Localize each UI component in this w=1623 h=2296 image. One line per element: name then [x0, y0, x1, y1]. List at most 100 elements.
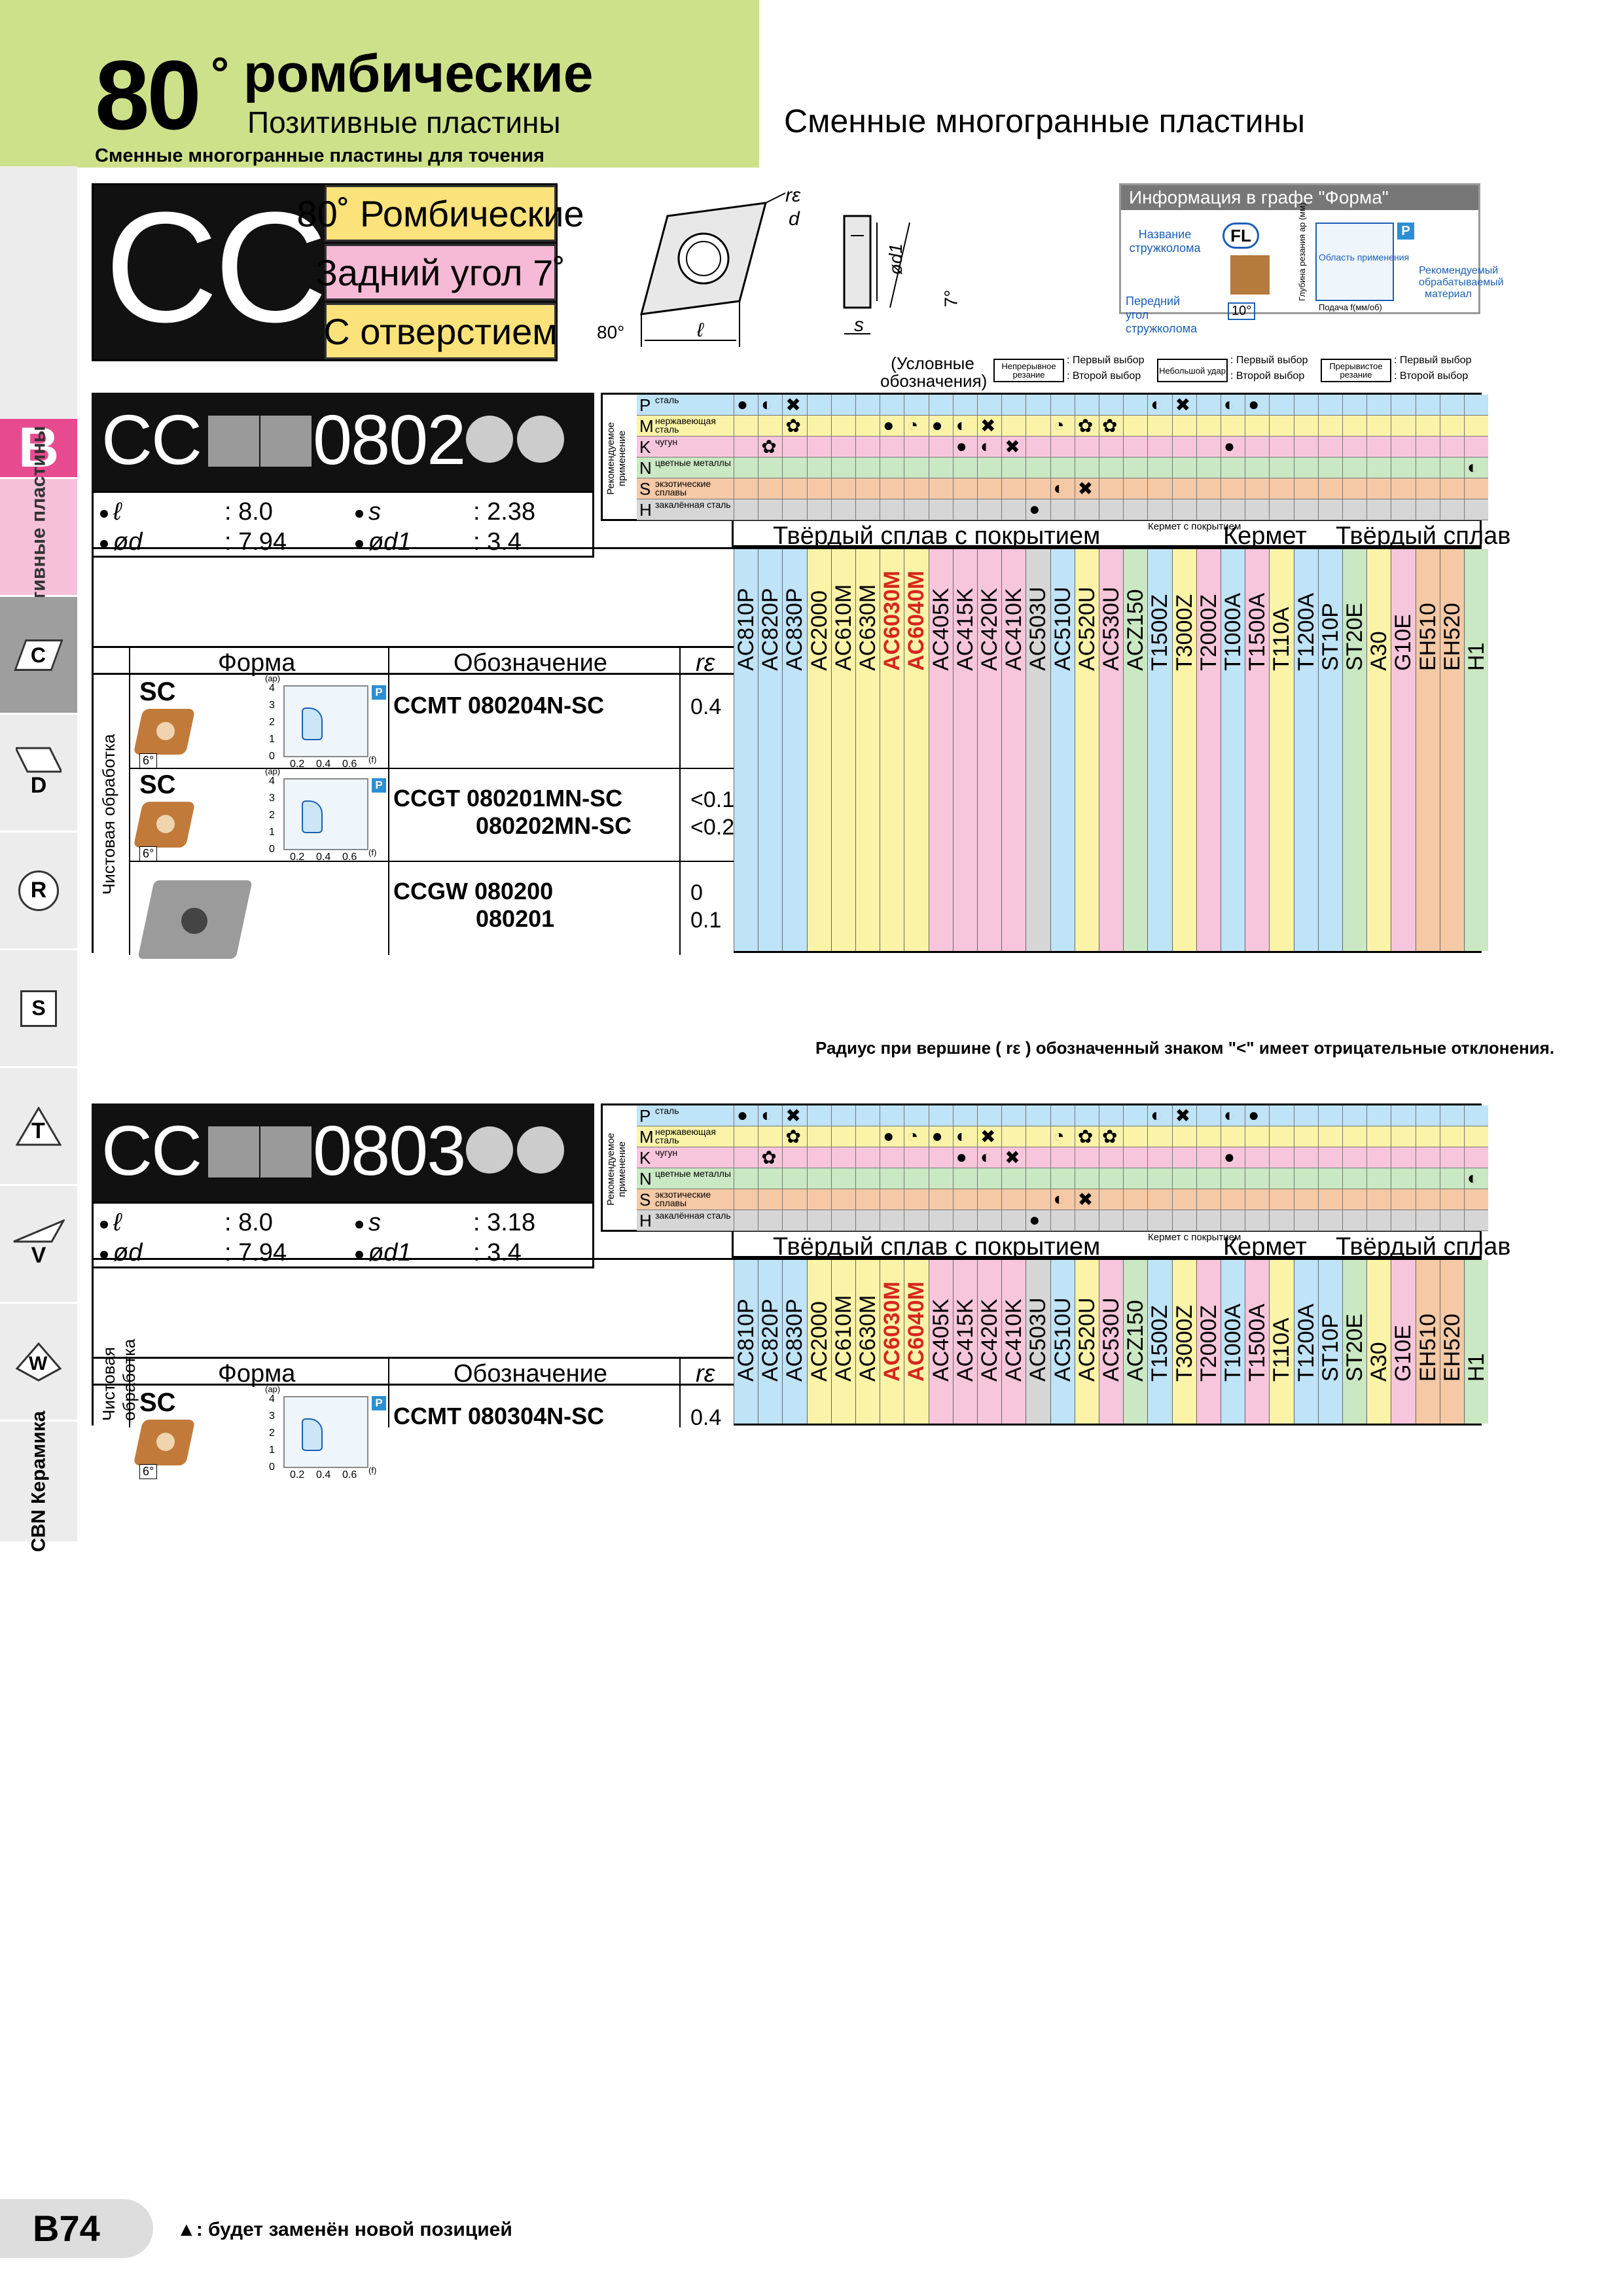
grade-column [1026, 1260, 1050, 1424]
sidebar-item-v[interactable]: V [0, 1186, 77, 1304]
material-cell [1342, 1189, 1367, 1210]
grade-name-ac820p: AC820P [758, 1299, 783, 1382]
grade-choice-symbol: ✿ [1102, 1126, 1118, 1147]
material-cell [1221, 478, 1245, 499]
material-row-k [637, 437, 734, 457]
material-cell [1439, 437, 1464, 457]
material-row-h [637, 1210, 734, 1231]
grade-name-ac6040m: AC6040M [904, 1281, 929, 1382]
material-cell [1050, 416, 1075, 437]
material-cell [1221, 1189, 1245, 1210]
grade-name-ac610m: AC610M [830, 584, 856, 671]
material-cell [977, 1147, 1002, 1168]
material-cell [1317, 499, 1342, 520]
material-cell [952, 437, 977, 457]
table-divider [679, 1357, 681, 1427]
grade-choice-symbol: ● [955, 1147, 967, 1167]
drawing-label-s: s [854, 314, 864, 336]
sidebar-positive-inserts[interactable]: Позитивные пластины [0, 425, 77, 649]
grade-column [830, 549, 855, 951]
material-cell [1147, 1210, 1172, 1231]
table-header-re: rε [696, 1360, 715, 1388]
designation[interactable]: CCMT 080304N-SC [393, 1403, 605, 1429]
material-cell [1196, 457, 1221, 478]
material-p-badge: P [372, 1396, 386, 1410]
material-row-p [637, 1105, 734, 1126]
header-title: ромбические [243, 44, 594, 103]
material-cell [1269, 457, 1294, 478]
designation-2[interactable]: 080201 [476, 905, 555, 932]
material-cell [1196, 1105, 1221, 1126]
material-cell [1074, 1105, 1099, 1126]
finishing-label: Чистовая обработка [99, 1339, 139, 1421]
designation[interactable]: CCMT 080204N-SC [393, 692, 605, 719]
grade-column [1269, 1260, 1294, 1424]
material-cell [1366, 499, 1391, 520]
designation[interactable]: CCGT 080201MN-SC [393, 785, 623, 812]
material-cell [782, 437, 807, 457]
material-cell [1366, 457, 1391, 478]
material-cell [734, 499, 758, 520]
material-cell [1293, 499, 1318, 520]
material-code: P [639, 1106, 651, 1126]
designation[interactable]: CCGW 080200 [393, 878, 554, 905]
sidebar-cbn-ceramics[interactable]: CBN Керамика [0, 1411, 77, 1552]
material-name: сталь [655, 395, 679, 405]
sidebar-item-d[interactable]: D [0, 715, 77, 833]
material-cell [928, 478, 953, 499]
sidebar [0, 166, 77, 1543]
grade-column [1099, 549, 1124, 951]
material-cell [1439, 1147, 1464, 1168]
material-cell [1366, 478, 1391, 499]
grade-column [1123, 1260, 1148, 1424]
material-cell [1439, 1126, 1464, 1147]
dimension-d-label: ød [113, 528, 143, 556]
sidebar-item-r[interactable]: R [0, 833, 77, 950]
material-cell [904, 1126, 929, 1147]
grade-column [1050, 549, 1075, 951]
application-area [302, 708, 323, 740]
material-cell [904, 1147, 929, 1168]
designation-2[interactable]: 080202MN-SC [476, 812, 632, 839]
material-cell [1245, 1210, 1270, 1231]
material-row-m [637, 1126, 734, 1147]
material-cell [1001, 499, 1026, 520]
sidebar-item-w[interactable]: W [0, 1304, 77, 1422]
material-cell [1147, 1126, 1172, 1147]
dimension-s-label: s [368, 1209, 381, 1236]
material-cell [806, 457, 831, 478]
material-cell [830, 478, 855, 499]
material-cell [977, 478, 1002, 499]
grade-name-ac820p: AC820P [758, 588, 783, 671]
material-cell [1099, 395, 1124, 416]
chart-x-tick: 0.4 [316, 1469, 331, 1480]
material-cell [1366, 1126, 1391, 1147]
material-cell [1171, 1147, 1196, 1168]
sidebar-section-b[interactable]: B [0, 416, 77, 479]
grade-name-t3000z: T3000Z [1171, 1304, 1197, 1382]
material-cell [855, 416, 880, 437]
material-cell [1293, 1168, 1318, 1189]
grade-column [1147, 1260, 1172, 1424]
sidebar-item-c[interactable]: C [0, 597, 77, 715]
grade-choice-symbol: ✖ [785, 1105, 801, 1126]
material-cell [1415, 1126, 1440, 1147]
material-cell [1317, 1105, 1342, 1126]
grade-name-ac810p: AC810P [734, 588, 758, 671]
material-cell [1317, 1126, 1342, 1147]
grade-column [806, 549, 831, 951]
material-cell [1074, 457, 1099, 478]
sidebar-item-s[interactable]: S [0, 950, 77, 1068]
material-name: сталь [655, 1105, 679, 1116]
grade-name-eh520: EH520 [1439, 603, 1465, 671]
grade-choice-symbol: ✖ [1005, 437, 1020, 457]
sidebar-item-t[interactable]: T [0, 1068, 77, 1186]
material-cell [952, 1147, 977, 1168]
material-cell [1001, 1147, 1026, 1168]
grade-name-ac420k: AC420K [977, 588, 1002, 671]
finishing-label: Чистовая обработка [99, 734, 118, 895]
material-p-badge: P [372, 778, 386, 793]
material-cell [1391, 1168, 1416, 1189]
chart-x-tick: 0.6 [342, 759, 357, 770]
material-cell [1342, 395, 1367, 416]
